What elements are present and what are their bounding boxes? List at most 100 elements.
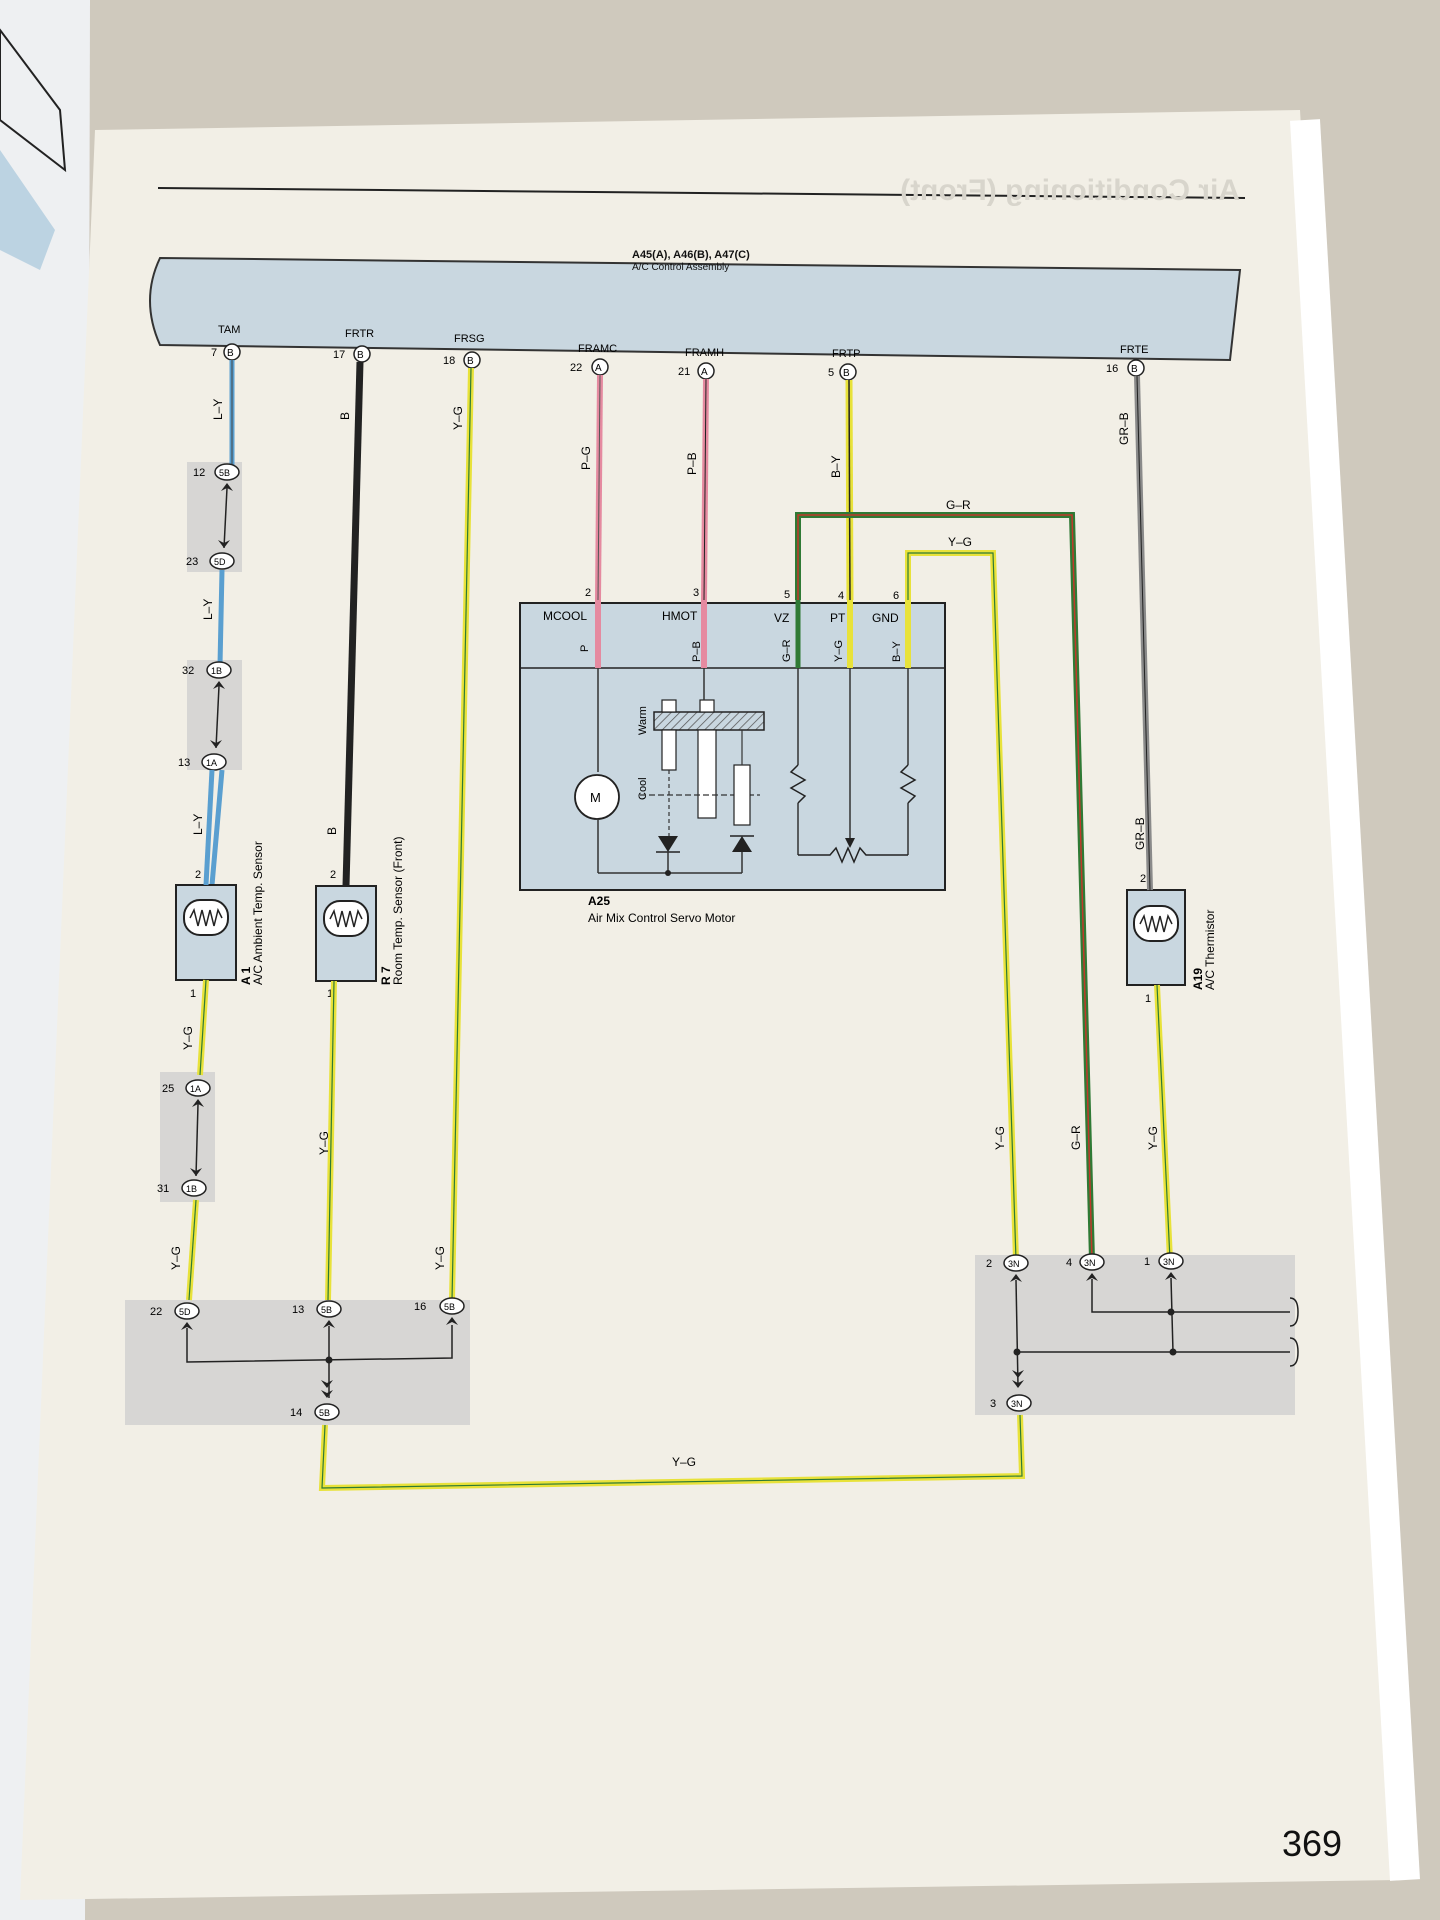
svg-text:P–B: P–B xyxy=(691,641,703,662)
header-rule xyxy=(157,187,1246,199)
wire-by: B–Y xyxy=(829,379,854,601)
pin-framc: 22 xyxy=(570,362,582,374)
terminal-tam: TAM xyxy=(218,324,240,336)
conn-framh: A xyxy=(701,367,708,378)
svg-text:B–Y: B–Y xyxy=(829,455,843,478)
conn-frtp: B xyxy=(843,368,850,379)
svg-text:32: 32 xyxy=(182,665,194,677)
wire-b: B B xyxy=(325,361,364,887)
wire-grb: GR–B GR–B xyxy=(1117,375,1153,891)
junction-connectors-lower-left: 25 1A 31 1B 22 5D 13 5B 16 5B 14 5B xyxy=(150,1079,465,1421)
pin-frtp: 5 xyxy=(828,367,834,379)
page-number: 369 xyxy=(1282,1823,1342,1864)
svg-text:4: 4 xyxy=(1066,1257,1072,1269)
svg-text:1B: 1B xyxy=(211,666,222,676)
svg-text:3: 3 xyxy=(990,1398,996,1410)
servo-name: Air Mix Control Servo Motor xyxy=(588,911,735,925)
sensor-a1: 2 1 A 1 A/C Ambient Temp. Sensor xyxy=(175,841,265,1000)
svg-text:P–B: P–B xyxy=(685,452,699,475)
junction-connectors-lower-right: 2 3N 4 3N 1 3N 3 3N xyxy=(986,1252,1299,1412)
svg-text:3N: 3N xyxy=(1084,1258,1096,1268)
terminal-frte: FRTE xyxy=(1120,344,1149,356)
servo-term-hmot: HMOT xyxy=(662,609,698,623)
wire-gr: G–R G–R xyxy=(795,498,1095,1261)
svg-text:5: 5 xyxy=(784,589,790,601)
svg-text:5B: 5B xyxy=(444,1302,455,1312)
terminal-framc: FRAMC xyxy=(578,343,617,355)
conn-frtr: B xyxy=(357,350,364,361)
svg-text:5D: 5D xyxy=(179,1307,191,1317)
svg-text:2: 2 xyxy=(1140,873,1146,885)
svg-text:Y–G: Y–G xyxy=(317,1131,331,1155)
svg-text:G–R: G–R xyxy=(1069,1125,1083,1150)
svg-text:G–R: G–R xyxy=(781,639,793,662)
terminal-framh: FRAMH xyxy=(685,347,724,359)
ac-control-assembly: A45(A), A46(B), A47(C) A/C Control Assem… xyxy=(149,249,1242,362)
conn-frte: B xyxy=(1131,364,1138,375)
svg-text:23: 23 xyxy=(186,556,198,568)
ecu-terminals: TAM 7 B FRTR 17 B FRSG 18 B FRAMC 22 A F… xyxy=(211,324,1149,381)
pin-tam: 7 xyxy=(211,347,217,359)
svg-text:13: 13 xyxy=(292,1304,304,1316)
pin-framh: 21 xyxy=(678,366,690,378)
svg-text:3N: 3N xyxy=(1008,1259,1020,1269)
motor-symbol: M xyxy=(590,790,601,805)
svg-text:Y–G: Y–G xyxy=(181,1026,195,1050)
svg-text:13: 13 xyxy=(178,757,190,769)
terminal-frsg: FRSG xyxy=(454,333,485,345)
svg-text:B–Y: B–Y xyxy=(891,641,903,662)
servo-term-gnd: GND xyxy=(872,611,899,625)
svg-text:22: 22 xyxy=(150,1306,162,1318)
junction-connectors-left: 12 5B 23 5D 32 1B 13 1A xyxy=(178,463,240,771)
terminal-frtr: FRTR xyxy=(345,328,374,340)
wires-yg: Y–G Y–G Y–G Y–G Y–G Y–G Y–G Y–G Y–G xyxy=(169,367,1173,1492)
label-ly-1: L–Y xyxy=(211,399,225,420)
svg-text:31: 31 xyxy=(157,1183,169,1195)
svg-text:25: 25 xyxy=(162,1083,174,1095)
svg-text:6: 6 xyxy=(893,590,899,602)
svg-text:Y–G: Y–G xyxy=(451,406,465,430)
svg-text:5D: 5D xyxy=(214,557,226,567)
svg-text:2: 2 xyxy=(330,869,336,881)
conn-framc: A xyxy=(595,363,602,374)
pin-frtr: 17 xyxy=(333,349,345,361)
svg-text:3N: 3N xyxy=(1011,1399,1023,1409)
header-mirrored-text: Air Conditioning (Front) xyxy=(900,174,1240,207)
servo-term-vz: VZ xyxy=(774,611,789,625)
page-paper xyxy=(20,110,1400,1900)
sensor-r7: 2 1 R 7 Room Temp. Sensor (Front) xyxy=(315,837,405,1000)
sensor-a19: 2 1 A19 A/C Thermistor xyxy=(1126,873,1217,1005)
conn-tam: B xyxy=(227,348,234,359)
svg-text:1A: 1A xyxy=(206,758,217,768)
svg-text:14: 14 xyxy=(290,1407,302,1419)
svg-text:1: 1 xyxy=(1145,993,1151,1005)
svg-text:5B: 5B xyxy=(321,1305,332,1315)
sensor-r7-name: Room Temp. Sensor (Front) xyxy=(391,837,405,986)
svg-text:P–G: P–G xyxy=(579,446,593,470)
pin-frsg: 18 xyxy=(443,355,455,367)
label-ly-3: L–Y xyxy=(191,814,205,835)
label-b-2: B xyxy=(325,827,339,835)
servo-term-mcool: MCOOL xyxy=(543,609,587,623)
label-yg-bottom: Y–G xyxy=(672,1455,696,1469)
sensor-a1-id: A 1 xyxy=(239,966,253,985)
ecu-name: A/C Control Assembly xyxy=(632,262,729,273)
svg-text:P: P xyxy=(579,645,591,652)
svg-text:Y–G: Y–G xyxy=(993,1126,1007,1150)
ecu-ids: A45(A), A46(B), A47(C) xyxy=(632,249,750,261)
label-cool: Cool xyxy=(637,777,649,800)
svg-text:1B: 1B xyxy=(186,1184,197,1194)
servo-motor-a25: 2 3 5 4 6 MCOOL HMOT VZ PT GND P P–B G–R… xyxy=(519,587,946,925)
servo-term-pt: PT xyxy=(830,611,846,625)
svg-text:1: 1 xyxy=(190,988,196,1000)
svg-text:Y–G: Y–G xyxy=(169,1246,183,1270)
svg-text:5B: 5B xyxy=(219,468,230,478)
svg-text:Y–G: Y–G xyxy=(1146,1126,1160,1150)
conn-frsg: B xyxy=(467,356,474,367)
svg-text:1: 1 xyxy=(327,988,333,1000)
svg-text:4: 4 xyxy=(838,590,844,602)
svg-text:2: 2 xyxy=(585,587,591,599)
svg-text:16: 16 xyxy=(414,1301,426,1313)
